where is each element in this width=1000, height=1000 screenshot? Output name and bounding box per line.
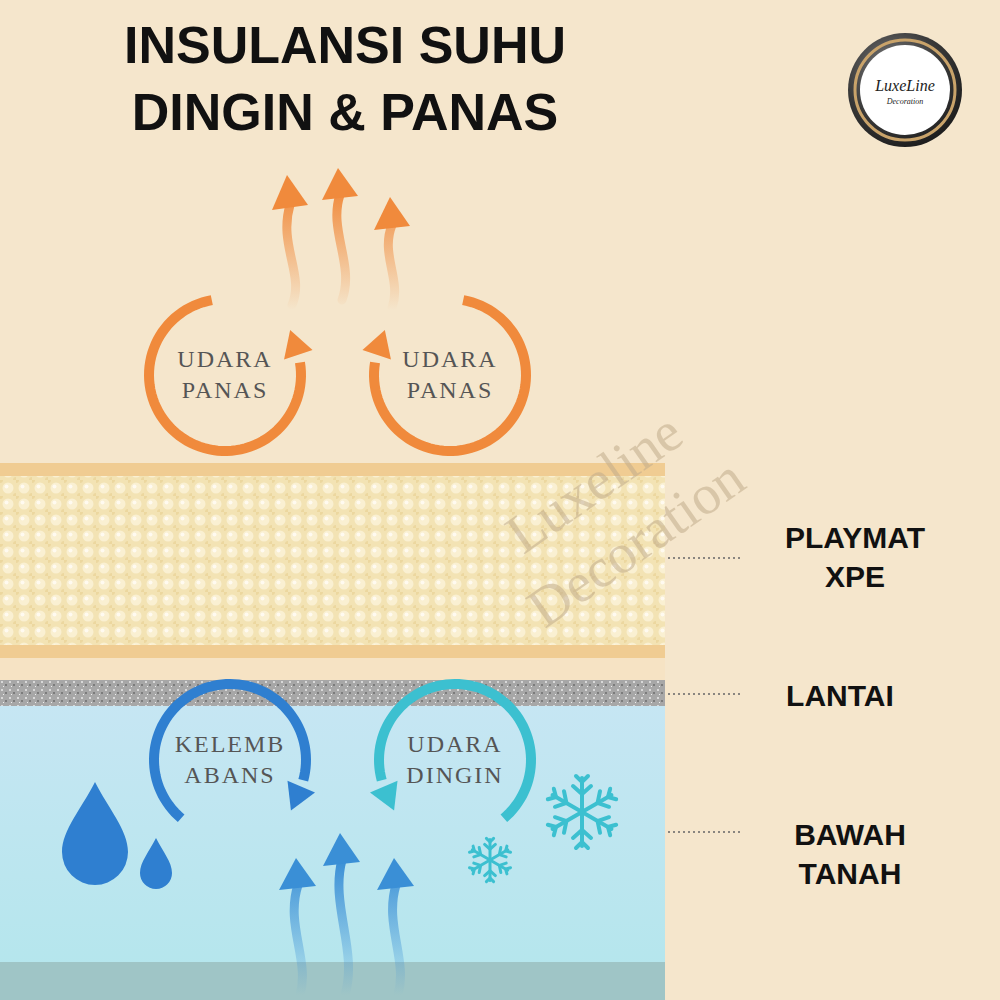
cycle-arrow [135,285,315,465]
node-label: UDARA PANAS [388,344,512,406]
logo-text: LuxeLine [860,76,950,97]
logo-subtext: Decoration [860,97,950,107]
arc [374,300,526,451]
node-label: UDARA PANAS [163,344,287,406]
cycle-arrow-node: KELEMB ABANS [140,670,320,850]
cycle-arrow-node: UDARA PANAS [360,285,540,465]
title: INSULANSI SUHU DINGIN & PANAS [70,12,620,145]
cycle-arrow-node: UDARA PANAS [135,285,315,465]
layer-label: LANTAI [760,676,920,715]
layer-label: PLAYMAT XPE [760,518,950,596]
layer-label: BAWAH TANAH [760,815,940,893]
arrowhead [284,330,312,359]
arrowhead [362,330,390,359]
node-label: KELEMB ABANS [168,729,292,791]
cycle-arrow [365,670,545,850]
arc [379,684,531,818]
arrowhead [287,781,315,811]
arc [154,684,306,818]
arrowhead [370,781,398,811]
cycle-arrow [360,285,540,465]
node-label: UDARA DINGIN [393,729,517,791]
cycle-arrow-node: UDARA DINGIN [365,670,545,850]
arc [149,300,301,451]
cycle-arrow [140,670,320,850]
